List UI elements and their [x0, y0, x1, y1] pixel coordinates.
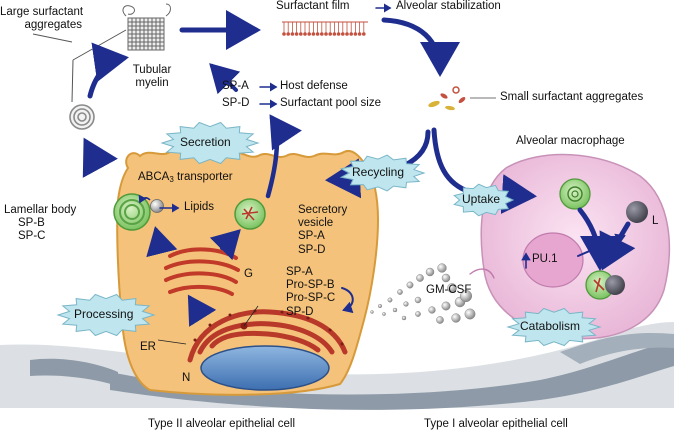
alveolar-stabilization-label: Alveolar stabilization	[396, 0, 501, 12]
arrow-film-to-aggregates	[381, 17, 460, 77]
burst-shapes	[56, 121, 602, 347]
gm-csf-particles	[370, 263, 476, 324]
surfactant-film-label: Surfactant film	[276, 0, 350, 12]
small-aggregates-label: Small surfactant aggregates	[500, 91, 644, 103]
tubular-myelin	[122, 3, 171, 51]
processing-label: Processing	[74, 307, 134, 321]
secretion-burst	[160, 121, 260, 165]
type1-cell-right	[560, 332, 674, 364]
arrow-spiral-to-myelin	[87, 42, 129, 99]
arrow-er-to-golgi	[187, 294, 217, 327]
macrophage-l-label: L	[652, 215, 659, 227]
type2-cell-label: Type II alveolar epithelial cell	[148, 418, 296, 430]
er-pointer	[157, 339, 187, 345]
bracket-line-2	[72, 29, 127, 61]
arrow-pu1-to-l	[577, 233, 626, 257]
arrow-spa-to-myelin	[209, 63, 241, 95]
secretion-label: Secretion	[180, 135, 231, 149]
macrophage-label: Alveolar macrophage	[516, 135, 625, 147]
catabolism-label: Catabolism	[520, 319, 581, 333]
bracket-line-3	[32, 33, 73, 43]
golgi-label: G	[244, 268, 253, 280]
nucleus-label: N	[182, 372, 191, 384]
er-studs	[193, 309, 344, 346]
gm-csf-label: GM-CSF	[426, 284, 472, 296]
type1-cell-label: Type I alveolar epithelial cell	[424, 418, 568, 430]
spa-label: SP-A	[222, 80, 249, 92]
arrow-phago-down	[577, 207, 620, 271]
abca3-label: ABCA3 transporter	[138, 171, 233, 184]
phagosome-1	[559, 178, 591, 210]
lysosome-l	[626, 201, 648, 223]
protein-list: SP-A Pro-SP-B Pro-SP-C SP-D	[286, 266, 336, 318]
arrow-golgi-to-vesicle	[209, 229, 241, 261]
arrow-vesicle-up	[265, 114, 302, 199]
abca3-arrows	[138, 194, 151, 204]
er-dot-pointer	[243, 305, 259, 327]
pu1-label: PU.1	[532, 253, 558, 265]
er-label: ER	[140, 341, 156, 353]
secretory-vesicle-label: Secretory vesicle SP-A SP-D	[298, 204, 348, 256]
uptake-burst	[453, 183, 515, 217]
pool-size-label: Surfactant pool size	[280, 97, 382, 109]
bracket-line	[71, 59, 74, 103]
phagolysosome	[585, 270, 625, 300]
abca3-transporter	[150, 199, 164, 213]
arrow-golgi-to-lamellar	[146, 226, 178, 258]
secretory-vesicle	[234, 198, 266, 230]
arrow-secretion-up	[82, 137, 118, 178]
arrow-proteins-curl	[341, 287, 354, 314]
surfactant-film	[282, 21, 368, 36]
processing-burst	[56, 293, 156, 337]
lipids-label: Lipids	[184, 201, 215, 213]
lamellar-body	[113, 193, 151, 231]
spd-label: SP-D	[222, 97, 250, 109]
recycling-burst	[339, 154, 426, 192]
host-defense-label: Host defense	[280, 80, 348, 92]
arrow-gmcsf-to-macro	[469, 268, 495, 279]
recycling-label: Recycling	[352, 165, 405, 179]
nucleus	[200, 345, 330, 391]
uptake-label: Uptake	[462, 192, 501, 206]
large-aggregate-spiral	[69, 104, 95, 130]
lamellar-body-label: Lamellar body SP-B SP-C	[4, 204, 77, 243]
type1-cell-tail	[30, 358, 118, 386]
catabolism-burst	[506, 307, 602, 347]
small-aggregates	[428, 86, 496, 111]
